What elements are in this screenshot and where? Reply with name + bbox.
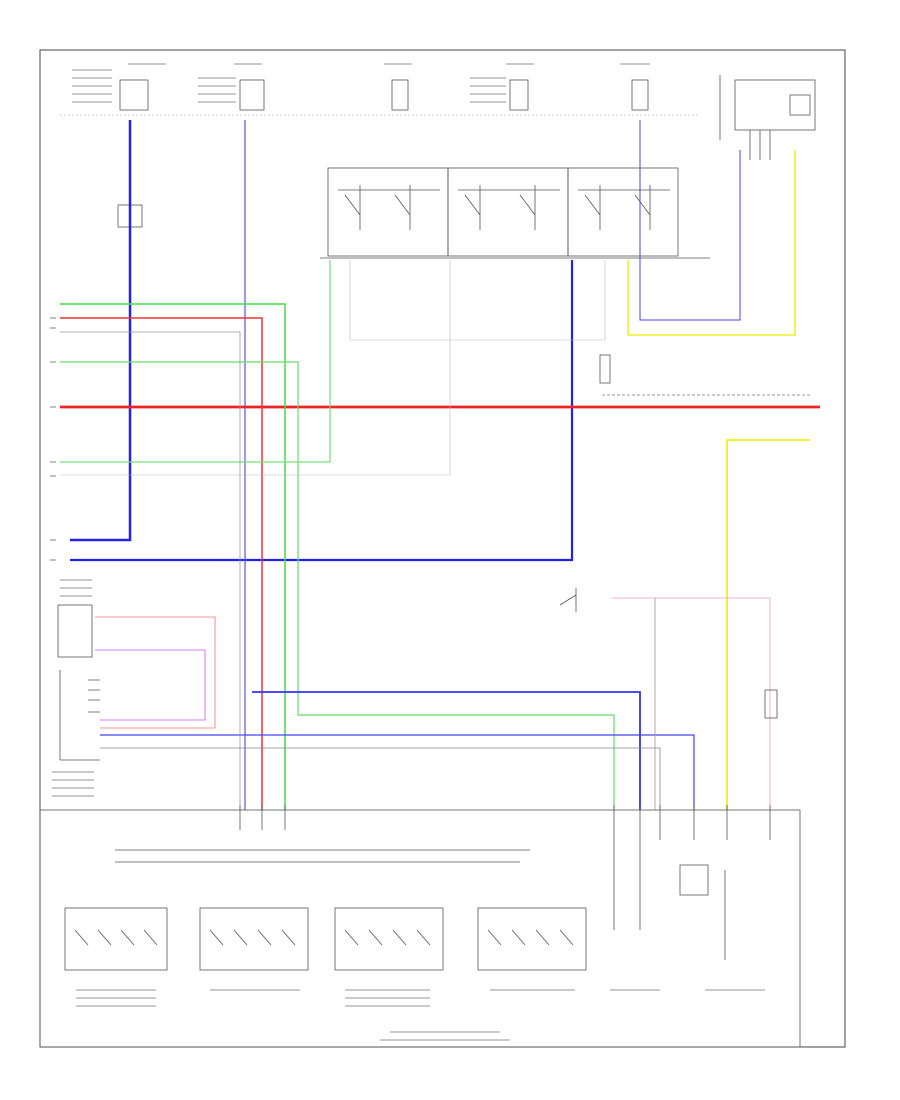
wire-blue-lower-2 — [100, 734, 695, 810]
wire-gray-2 — [349, 260, 606, 341]
fuse-block — [719, 75, 816, 160]
wire-blue-lower — [252, 691, 641, 810]
left-labels — [52, 579, 94, 797]
wire-green-1 — [60, 303, 286, 810]
wire-pink — [612, 597, 771, 810]
wire-blue-horizontal — [70, 260, 574, 562]
bottom-module-2 — [199, 907, 309, 971]
wire-yellow-right — [726, 439, 810, 810]
wire-green-2 — [60, 361, 615, 810]
wire-pink-2 — [95, 616, 216, 729]
wire-gray-1 — [60, 331, 241, 810]
wire-green-3 — [60, 260, 331, 463]
unit-connector-ticks — [239, 805, 771, 930]
top-connector-row — [119, 79, 649, 111]
relay-group — [320, 167, 710, 259]
left-switch-block — [57, 604, 100, 761]
wire-yellow-topright — [627, 150, 796, 336]
bottom-module-3 — [334, 907, 444, 971]
wire-gray-4 — [100, 747, 661, 810]
bottom-module-1 — [64, 907, 168, 971]
wire-blue-left — [70, 120, 132, 542]
diagram-border — [39, 49, 846, 1048]
bottom-labels — [76, 989, 765, 1041]
wire-violet — [95, 649, 206, 721]
wire-gray-3 — [60, 260, 451, 476]
wire-red-vertical — [60, 317, 263, 810]
right-components — [559, 354, 778, 719]
bottom-right-box — [679, 864, 709, 896]
left-terminal-marks — [50, 317, 56, 561]
main-unit — [39, 809, 801, 1048]
bottom-module-4 — [477, 907, 587, 971]
top-labels — [72, 63, 650, 103]
wire-blue-topright — [639, 120, 741, 321]
